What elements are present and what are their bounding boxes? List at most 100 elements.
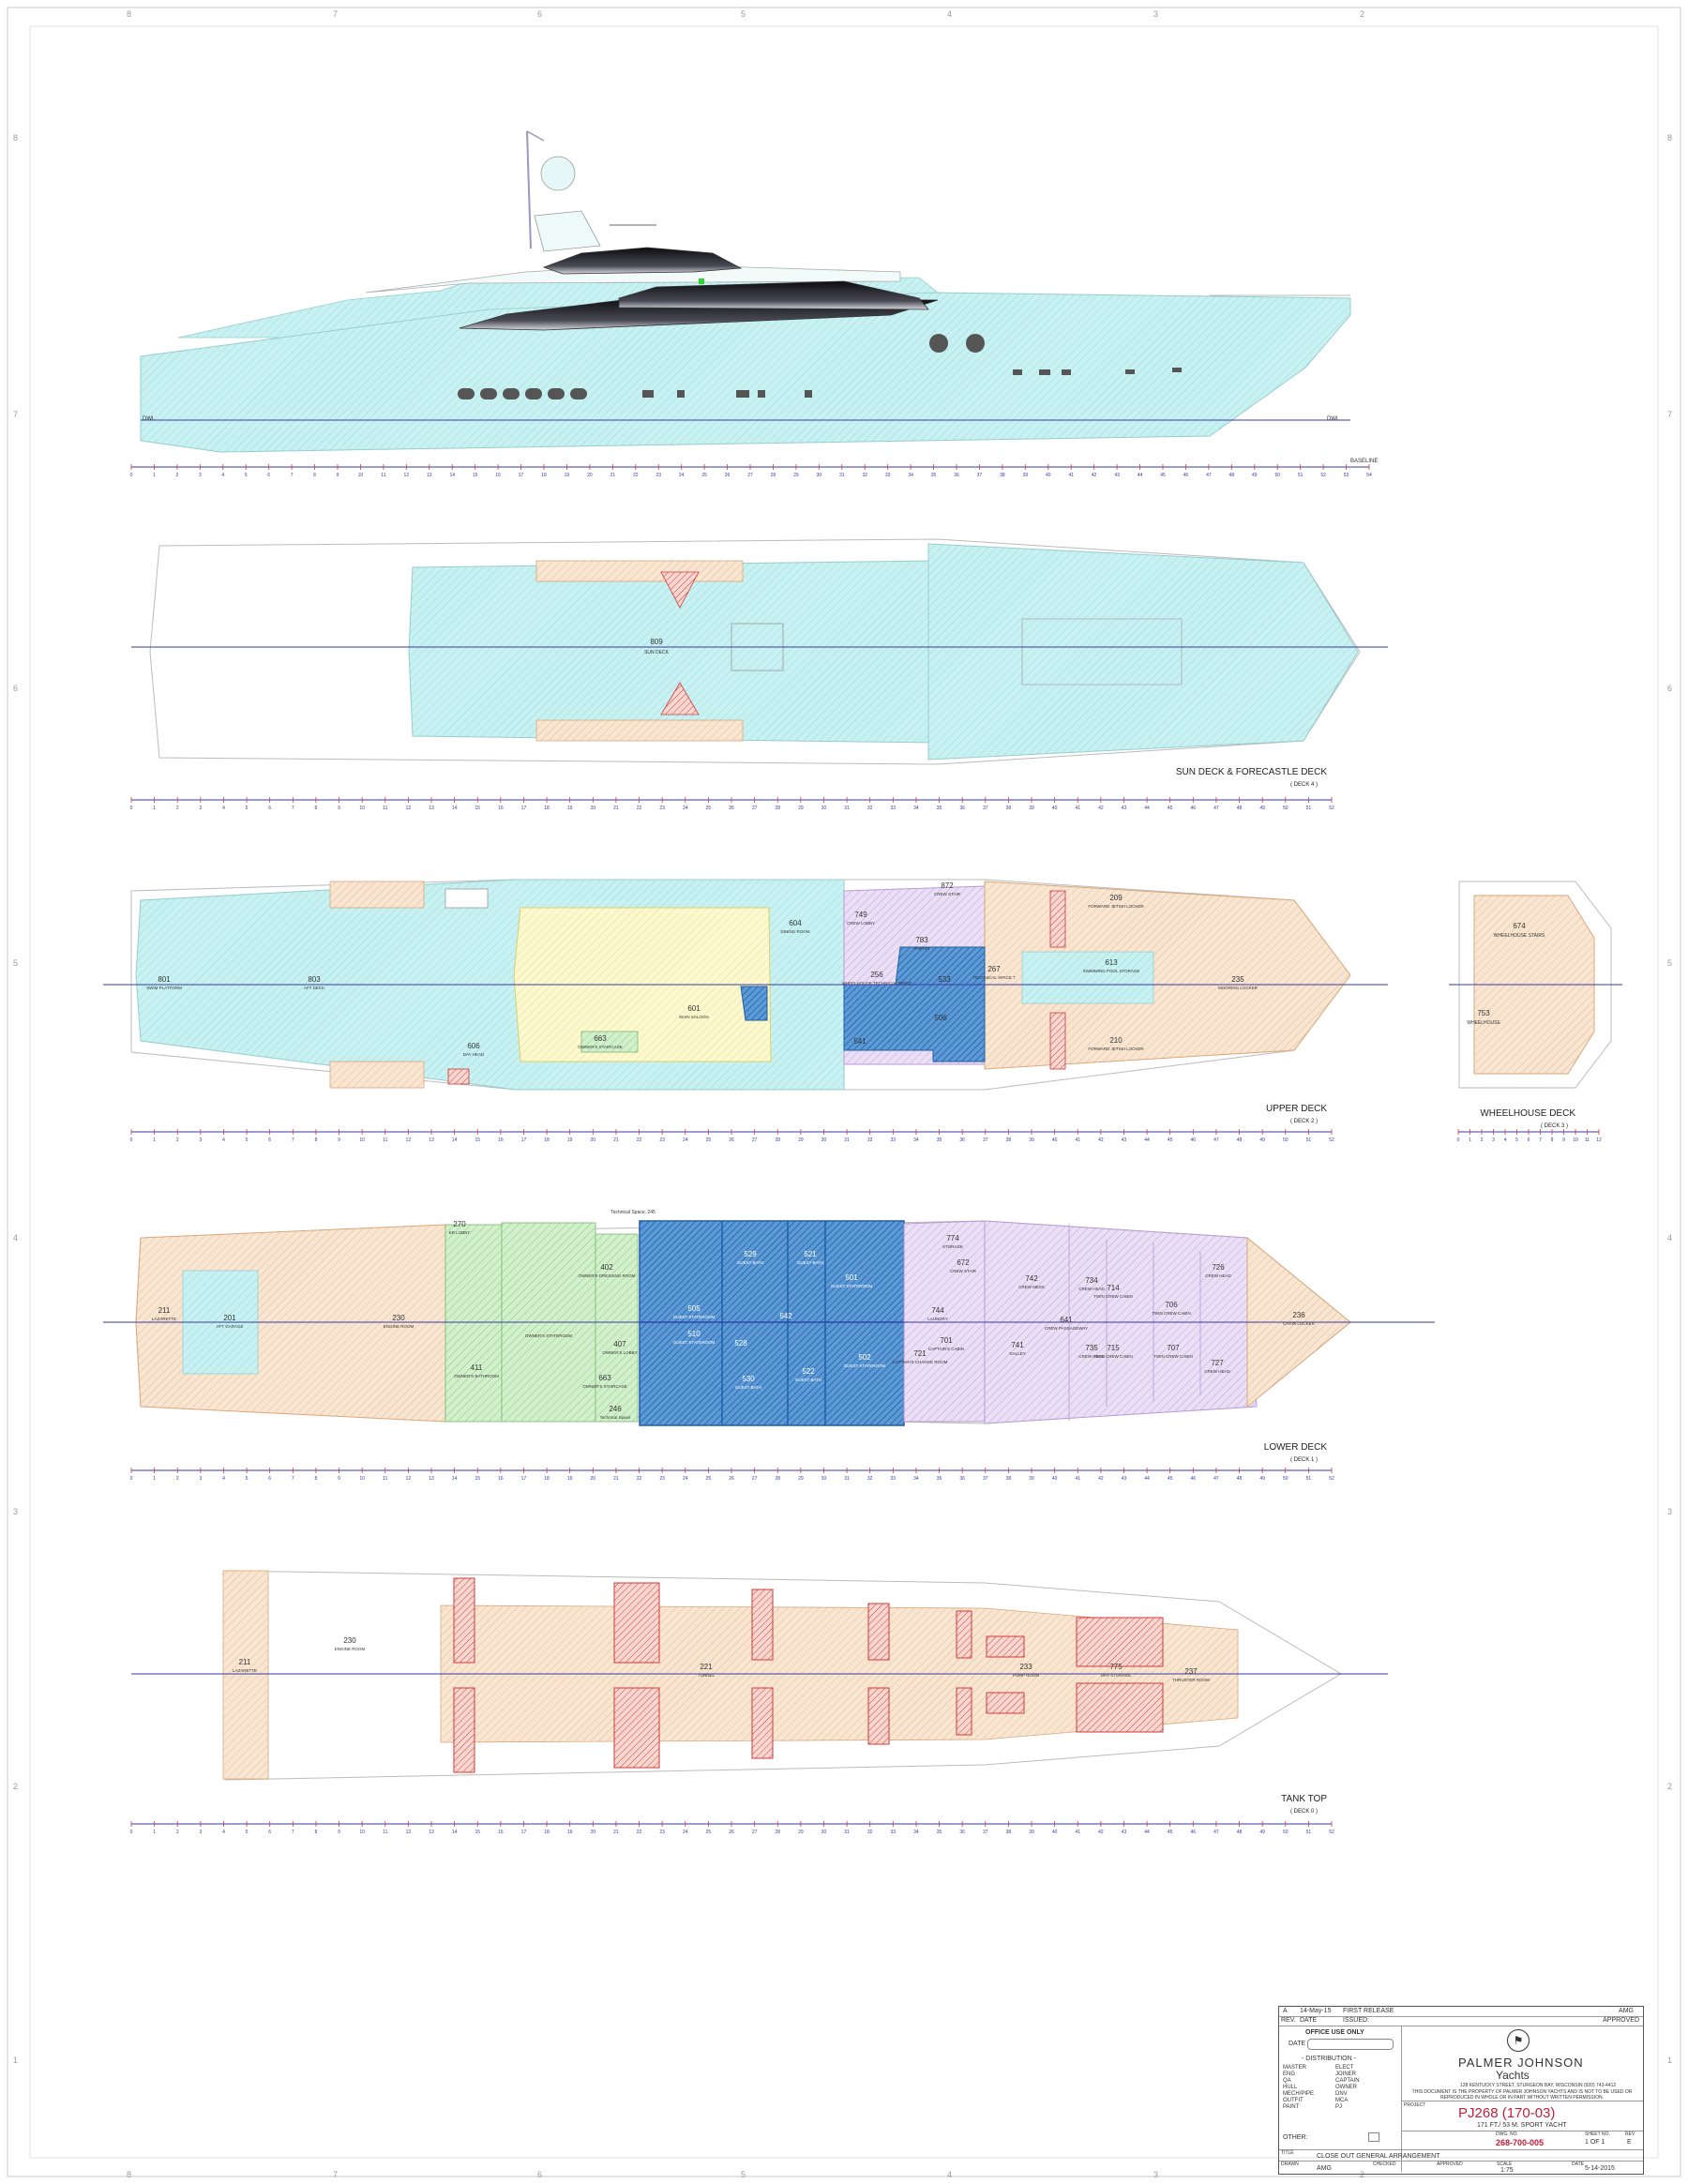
frame-label: 5 bbox=[1515, 1137, 1518, 1143]
frame-label: 2 bbox=[176, 1476, 179, 1482]
company-panel: ⚑ PALMER JOHNSON Yachts 128 KENTUCKY STR… bbox=[1402, 2026, 1643, 2101]
room-name: PUMP ROOM bbox=[1013, 1673, 1039, 1678]
date-label: DATE bbox=[1289, 2041, 1306, 2047]
frame-label: 0 bbox=[130, 1137, 133, 1143]
frame-label: 29 bbox=[798, 806, 804, 811]
drawn-label: DRAWN bbox=[1281, 2161, 1299, 2167]
frame-label: 16 bbox=[498, 806, 504, 811]
frame-label: 7 bbox=[292, 806, 294, 811]
frame-label: 7 bbox=[292, 1830, 294, 1835]
frame-label: 31 bbox=[839, 473, 845, 478]
room-name: DAY HEAD bbox=[463, 1052, 485, 1057]
frame-label: 13 bbox=[427, 473, 432, 478]
border-number: 8 bbox=[1667, 133, 1672, 143]
frame-label: 1 bbox=[153, 473, 156, 478]
room-number: 606 bbox=[467, 1042, 480, 1050]
frame-label: 6 bbox=[268, 806, 271, 811]
frame-label: 47 bbox=[1206, 473, 1212, 478]
room-name: OWNER'S LOBBY bbox=[602, 1350, 637, 1355]
frame-label: 14 bbox=[452, 1137, 458, 1143]
room-name: CREW MESS bbox=[1018, 1285, 1045, 1289]
wheelhouse-deck-title: WHEELHOUSE DECK bbox=[1480, 1108, 1575, 1119]
frame-label: 14 bbox=[452, 806, 458, 811]
frame-label: 14 bbox=[452, 1476, 458, 1482]
frame-label: 40 bbox=[1052, 1137, 1058, 1143]
rev-approved: AMG bbox=[1619, 2008, 1634, 2014]
room-number: 201 bbox=[223, 1314, 236, 1322]
frame-label: 12 bbox=[406, 806, 412, 811]
frame-label: 24 bbox=[683, 806, 688, 811]
frame-label: 50 bbox=[1283, 1476, 1289, 1482]
frame-label: 33 bbox=[891, 1830, 897, 1835]
room-number: 715 bbox=[1107, 1344, 1120, 1352]
room-number: 505 bbox=[687, 1304, 701, 1313]
frame-label: 27 bbox=[752, 1830, 758, 1835]
room-name: CAPTAIN'S CABIN bbox=[928, 1347, 964, 1351]
title-row: TITLE CLOSE OUT GENERAL ARRANGEMENT bbox=[1279, 2149, 1643, 2161]
frame-label: 48 bbox=[1237, 1476, 1243, 1482]
room-number: 707 bbox=[1167, 1344, 1180, 1352]
frame-label: 23 bbox=[659, 806, 665, 811]
room-number: 230 bbox=[343, 1636, 356, 1645]
frame-label: 7 bbox=[291, 473, 294, 478]
frame-label: 26 bbox=[729, 1137, 734, 1143]
room-name: PANTRY bbox=[913, 946, 930, 951]
room-number: 742 bbox=[1025, 1274, 1038, 1283]
room-number: 270 bbox=[453, 1220, 466, 1228]
frame-label: 8 bbox=[315, 1476, 318, 1482]
room-number: 663 bbox=[598, 1374, 611, 1382]
date-field[interactable] bbox=[1307, 2039, 1394, 2050]
rev-label: REV bbox=[1625, 2131, 1635, 2137]
frame-label: 39 bbox=[1029, 1476, 1034, 1482]
frame-label: 6 bbox=[267, 473, 270, 478]
room-name: WHEELHOUSE bbox=[1467, 1020, 1500, 1026]
frame-label: 38 bbox=[1006, 1830, 1012, 1835]
room-number: 530 bbox=[742, 1375, 755, 1383]
room-name: ER LOBBY bbox=[449, 1230, 471, 1235]
frame-label: 36 bbox=[959, 1830, 965, 1835]
frame-label: 27 bbox=[747, 473, 753, 478]
room-name: OWNER'S DRESSING ROOM bbox=[578, 1273, 635, 1278]
frame-label: 13 bbox=[429, 1137, 434, 1143]
project-description: 171 FT./ 53 M. SPORT YACHT bbox=[1477, 2122, 1567, 2129]
frame-label: 17 bbox=[521, 806, 527, 811]
frame-label: 42 bbox=[1098, 1830, 1104, 1835]
frame-label: 38 bbox=[1006, 1137, 1012, 1143]
frame-label: 25 bbox=[706, 1476, 712, 1482]
frame-label: 2 bbox=[176, 1830, 179, 1835]
frame-label: 33 bbox=[885, 473, 891, 478]
frame-label: 15 bbox=[475, 1476, 480, 1482]
room-name: GUEST STATEROOM bbox=[673, 1315, 716, 1319]
frame-label: 6 bbox=[268, 1830, 271, 1835]
date-label-2: DATE bbox=[1572, 2161, 1584, 2167]
frame-label: 25 bbox=[706, 1830, 712, 1835]
border-number: 4 bbox=[1667, 1233, 1672, 1243]
room-number: 246 bbox=[609, 1405, 622, 1413]
frame-label: 31 bbox=[844, 1137, 850, 1143]
frame-label: 39 bbox=[1023, 473, 1029, 478]
frame-label: 3 bbox=[199, 1476, 202, 1482]
frame-label: 24 bbox=[679, 473, 685, 478]
frame-label: 20 bbox=[591, 806, 596, 811]
frame-label: 11 bbox=[383, 1476, 387, 1482]
room-name: FORWARD JETSKI LOCKER bbox=[1088, 904, 1144, 909]
frame-label: 12 bbox=[406, 1830, 412, 1835]
frame-label: 22 bbox=[633, 473, 639, 478]
room-number: 734 bbox=[1085, 1276, 1098, 1285]
frame-label: 49 bbox=[1259, 1476, 1265, 1482]
frame-label: 38 bbox=[1006, 1476, 1012, 1482]
frame-label: 51 bbox=[1306, 1830, 1312, 1835]
frame-label: 0 bbox=[130, 1830, 133, 1835]
frame-label: 44 bbox=[1144, 1830, 1150, 1835]
room-number: 674 bbox=[1513, 922, 1526, 930]
frame-label: 0 bbox=[1457, 1137, 1460, 1143]
room-number: 211 bbox=[239, 1658, 251, 1666]
frame-label: 9 bbox=[338, 806, 340, 811]
frame-label: 22 bbox=[637, 1476, 642, 1482]
frame-label: 26 bbox=[729, 1830, 734, 1835]
other-checkbox[interactable] bbox=[1368, 2132, 1379, 2142]
frame-label: 33 bbox=[891, 806, 897, 811]
frame-label: 41 bbox=[1075, 1476, 1080, 1482]
border-number: 8 bbox=[127, 9, 131, 19]
